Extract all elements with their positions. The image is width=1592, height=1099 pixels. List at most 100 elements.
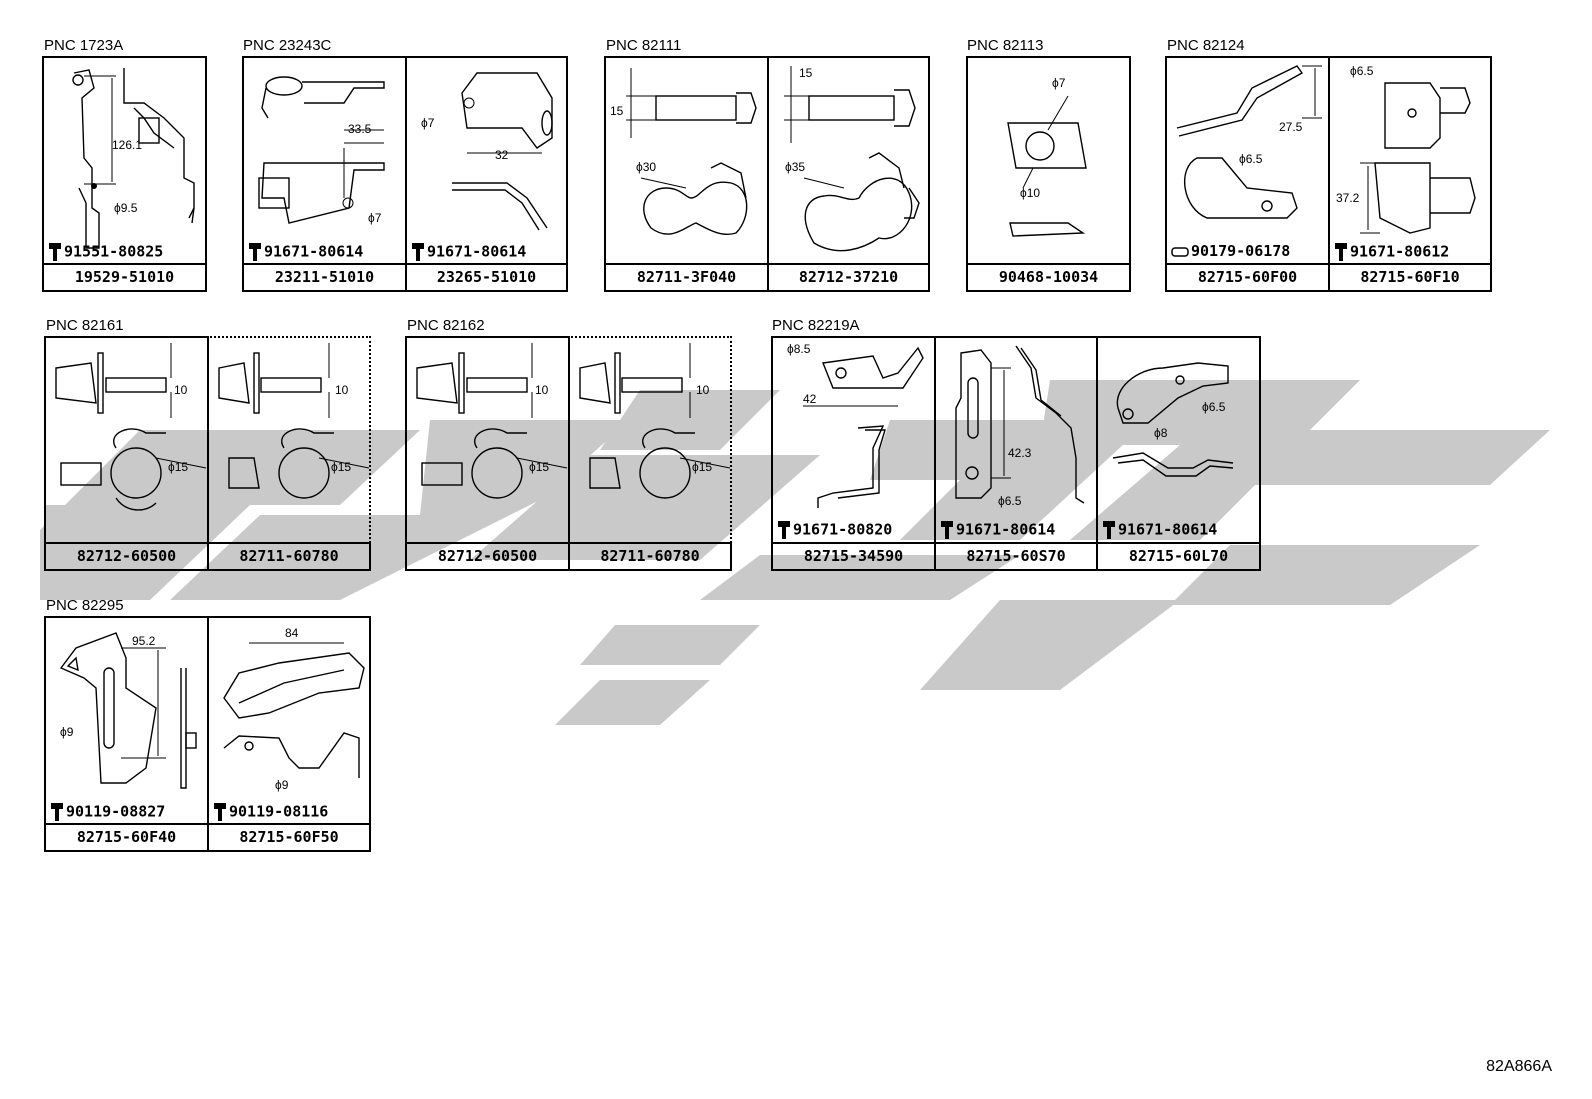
part-cell: 10 ϕ15 82712-60500 — [405, 336, 570, 571]
part-number: 82715-60F00 — [1165, 263, 1330, 292]
part-cell: 33.5 ϕ7 91671-80614 23211-51010 — [242, 56, 407, 292]
bolt-icon — [412, 243, 424, 261]
pnc-label: PNC 82295 — [46, 597, 124, 614]
part-number: 82712-60500 — [44, 542, 209, 571]
nut-icon — [1171, 246, 1189, 257]
part-number: 82715-60L70 — [1096, 542, 1261, 571]
dimension-label: ϕ15 — [692, 460, 713, 474]
bracket-drawing — [1360, 82, 1476, 234]
bracket-drawing — [803, 346, 924, 508]
pnc-label: PNC 1723A — [44, 37, 124, 54]
bracket-drawing — [955, 345, 1085, 504]
dimension-label: ϕ7 — [421, 116, 435, 130]
bolt-number: 91671-80820 — [777, 520, 892, 540]
dimension-label: ϕ15 — [331, 460, 352, 474]
part-number: 90468-10034 — [966, 263, 1131, 292]
part-cell: 10 ϕ15 82711-60780 — [568, 336, 732, 571]
part-number: 82715-60S70 — [934, 542, 1098, 571]
dimension-label: ϕ6.5 — [1202, 400, 1226, 414]
clamp-drawing — [55, 343, 207, 511]
dimension-label: 42.3 — [1008, 446, 1032, 460]
bolt-number: 90179-06178 — [1171, 242, 1290, 260]
part-cell: 15 ϕ35 82712-37210 — [767, 56, 930, 292]
bracket-drawing — [1112, 362, 1234, 477]
dimension-label: 10 — [535, 383, 549, 397]
dimension-label: ϕ8.5 — [787, 342, 811, 356]
dimension-label: ϕ9.5 — [114, 201, 138, 215]
part-cell: ϕ8.5 42 91671-80820 82715-34590 — [771, 336, 936, 571]
bolt-number: 90119-08116 — [213, 802, 328, 822]
part-cell: 42.3 ϕ6.5 91671-80614 82715-60S70 — [934, 336, 1098, 571]
part-number: 82715-60F10 — [1328, 263, 1492, 292]
bolt-icon — [778, 521, 790, 539]
dimension-label: 15 — [610, 104, 624, 118]
bolt-icon — [214, 803, 226, 821]
bolt-number: 91671-80614 — [248, 242, 363, 262]
part-number: 82715-60F40 — [44, 823, 209, 852]
part-number: 23265-51010 — [405, 263, 568, 292]
part-cell: ϕ6.5 37.2 91671-80612 82715-60F10 — [1328, 56, 1492, 292]
dimension-label: ϕ7 — [1052, 76, 1066, 90]
bracket-drawing — [1176, 65, 1322, 219]
dimension-label: ϕ6.5 — [1239, 152, 1263, 166]
dimension-label: 95.2 — [132, 634, 156, 648]
dimension-label: ϕ8 — [1154, 426, 1168, 440]
dimension-label: 33.5 — [348, 122, 372, 136]
part-cell: 10 ϕ15 82711-60780 — [207, 336, 371, 571]
bolt-icon — [249, 243, 261, 261]
bolt-number: 91671-80614 — [1102, 520, 1217, 540]
dimension-label: 84 — [285, 626, 299, 640]
dimension-label: ϕ30 — [636, 160, 657, 174]
part-number: 19529-51010 — [42, 263, 207, 292]
bolt-number: 91671-80614 — [940, 520, 1055, 540]
part-cell: 10 ϕ15 82712-60500 — [44, 336, 209, 571]
pnc-label: PNC 23243C — [243, 37, 332, 54]
dimension-label: ϕ9 — [60, 725, 74, 739]
dimension-label: ϕ7 — [368, 211, 382, 225]
dimension-label: 126.1 — [112, 138, 143, 152]
pnc-label: PNC 82162 — [407, 317, 485, 334]
part-cell: ϕ7 ϕ10 90468-10034 — [966, 56, 1131, 292]
part-number: 23211-51010 — [242, 263, 407, 292]
dimension-label: ϕ35 — [785, 160, 806, 174]
pnc-label: PNC 82219A — [772, 317, 860, 334]
pnc-label: PNC 82124 — [1167, 37, 1245, 54]
illustration-reference: 82A866A — [1486, 1058, 1552, 1075]
part-cell: 84 ϕ9 90119-08116 82715-60F50 — [207, 616, 371, 852]
bracket-drawing — [258, 76, 385, 224]
part-number: 82711-60780 — [207, 542, 371, 571]
bolt-icon — [51, 803, 63, 821]
dimension-label: 32 — [495, 148, 509, 162]
part-cell: ϕ6.5 ϕ8 91671-80614 82715-60L70 — [1096, 336, 1261, 571]
part-number: 82712-60500 — [405, 542, 570, 571]
bolt-icon — [1103, 521, 1115, 539]
clamp-drawing — [784, 66, 920, 252]
dimension-label: ϕ10 — [1020, 186, 1041, 200]
clamp-drawing — [416, 343, 568, 499]
dimension-label: 10 — [696, 383, 710, 397]
pnc-label: PNC 82113 — [967, 37, 1044, 54]
bolt-number: 91671-80612 — [1334, 242, 1449, 262]
dimension-label: ϕ6.5 — [1350, 64, 1374, 78]
part-cell: 15 ϕ30 82711-3F040 — [604, 56, 769, 292]
bolt-icon — [941, 521, 953, 539]
bracket-drawing — [452, 72, 553, 231]
dimension-label: 15 — [799, 66, 813, 80]
dimension-label: ϕ15 — [168, 460, 189, 474]
dimension-label: 27.5 — [1279, 120, 1303, 134]
part-number: 82715-60F50 — [207, 823, 371, 852]
dimension-label: ϕ9 — [275, 778, 289, 792]
part-cell: ϕ7 32 91671-80614 23265-51010 — [405, 56, 568, 292]
clamp-drawing — [579, 343, 730, 499]
bracket-drawing — [223, 642, 365, 778]
bracket-drawing — [59, 632, 197, 789]
dimension-label: 10 — [335, 383, 349, 397]
bolt-number: 91551-80825 — [48, 242, 163, 262]
dimension-label: 10 — [174, 383, 188, 397]
dimension-label: 37.2 — [1336, 191, 1360, 205]
part-cell: 126.1 ϕ9.5 91551-80825 19529-51010 — [42, 56, 207, 292]
dimension-label: 42 — [803, 392, 817, 406]
bolt-number: 90119-08827 — [50, 802, 165, 822]
part-number: 82711-60780 — [568, 542, 732, 571]
